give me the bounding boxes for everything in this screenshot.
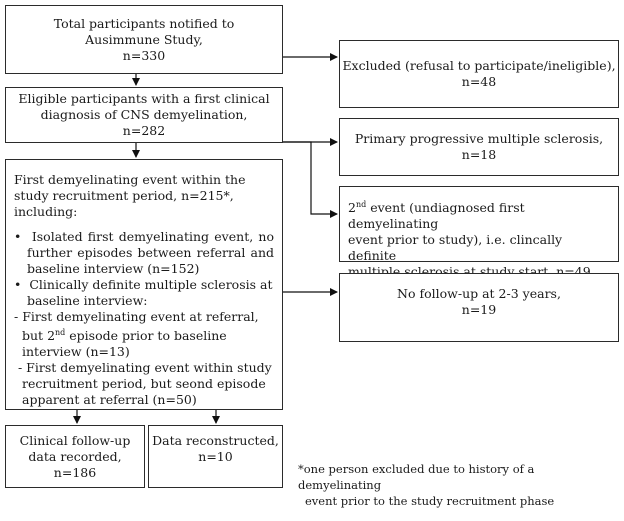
first-event-dash-recruitment: - First demyelinating event within study… <box>14 360 272 408</box>
box-eligible-participants: Eligible participants with a first clini… <box>5 87 283 143</box>
box-data-reconstructed: Data reconstructed, n=10 <box>148 425 283 488</box>
eligible-line-2: diagnosis of CNS demyelination, <box>40 107 248 122</box>
bullet-isolated-text: Isolated first demyelinating event, no f… <box>27 229 274 276</box>
clinical-line-2: data recorded, <box>28 448 122 464</box>
arrow-eligible-to-second-event <box>283 141 338 218</box>
ppms-line-1: Primary progressive multiple sclerosis, <box>354 131 604 146</box>
total-line-1: Total participants notified to <box>53 15 235 31</box>
eligible-line-1: Eligible participants with a first clini… <box>18 91 270 106</box>
reconstructed-line-1: Data reconstructed, <box>152 433 279 448</box>
dash-referral-text-b: episode prior to baseline interview (n=1… <box>22 328 227 360</box>
dash-referral-ordinal-suffix: nd <box>55 328 66 337</box>
no-followup-line-2: n=19 <box>461 302 497 317</box>
second-event-line-1-rest: event (undiagnosed first demyelinating <box>348 200 525 232</box>
clinical-line-3: n=186 <box>53 464 97 480</box>
box-excluded: Excluded (refusal to participate/ineligi… <box>339 40 619 108</box>
box-total-participants: Total participants notified to Ausimmune… <box>5 5 283 74</box>
footnote-line-1: *one person excluded due to history of a… <box>298 462 535 492</box>
reconstructed-line-2: n=10 <box>198 449 233 464</box>
box-second-event: 2nd event (undiagnosed first demyelinati… <box>339 186 619 279</box>
dash-referral-ordinal: 2 <box>47 328 56 344</box>
excluded-line-1: Excluded (refusal to participate/ineligi… <box>342 58 616 73</box>
no-followup-line-1: No follow-up at 2-3 years, <box>397 286 561 301</box>
footnote-line-2: event prior to the study recruitment pha… <box>305 494 555 508</box>
box-primary-progressive-ms: Primary progressive multiple sclerosis, … <box>339 118 619 176</box>
dash-referral-text-a: First demyelinating event at referral, b… <box>22 309 259 344</box>
total-line-3: n=330 <box>122 47 166 63</box>
first-event-intro: First demyelinating event within the stu… <box>14 172 246 219</box>
second-event-line-2: event prior to study), i.e. clincally de… <box>348 232 563 264</box>
bullet-cdms-text: Clinically definite multiple sclerosis a… <box>27 277 273 308</box>
second-event-ordinal-suffix: nd <box>355 200 367 209</box>
second-event-line-1: 2nd event (undiagnosed first demyelinati… <box>348 197 610 232</box>
excluded-line-2: n=48 <box>461 74 497 89</box>
ppms-line-2: n=18 <box>461 147 497 162</box>
total-line-2: Ausimmune Study, <box>85 31 203 47</box>
box-clinical-followup: Clinical follow-up data recorded, n=186 <box>5 425 145 488</box>
first-event-bullet-cdms: • Clinically definite multiple sclerosis… <box>14 277 273 308</box>
footnote: *one person excluded due to history of a… <box>298 461 618 509</box>
clinical-line-1: Clinical follow-up <box>19 432 131 448</box>
first-event-bullet-isolated: • Isolated first demyelinating event, no… <box>14 229 274 276</box>
first-event-dash-referral: - First demyelinating event at referral,… <box>14 309 259 360</box>
box-first-demyelinating-event: First demyelinating event within the stu… <box>5 159 283 410</box>
second-event-ordinal: 2 <box>348 200 356 216</box>
eligible-line-3: n=282 <box>122 123 166 138</box>
box-no-followup: No follow-up at 2-3 years, n=19 <box>339 273 619 342</box>
dash-recruitment-text: First demyelinating event within study r… <box>22 360 272 408</box>
